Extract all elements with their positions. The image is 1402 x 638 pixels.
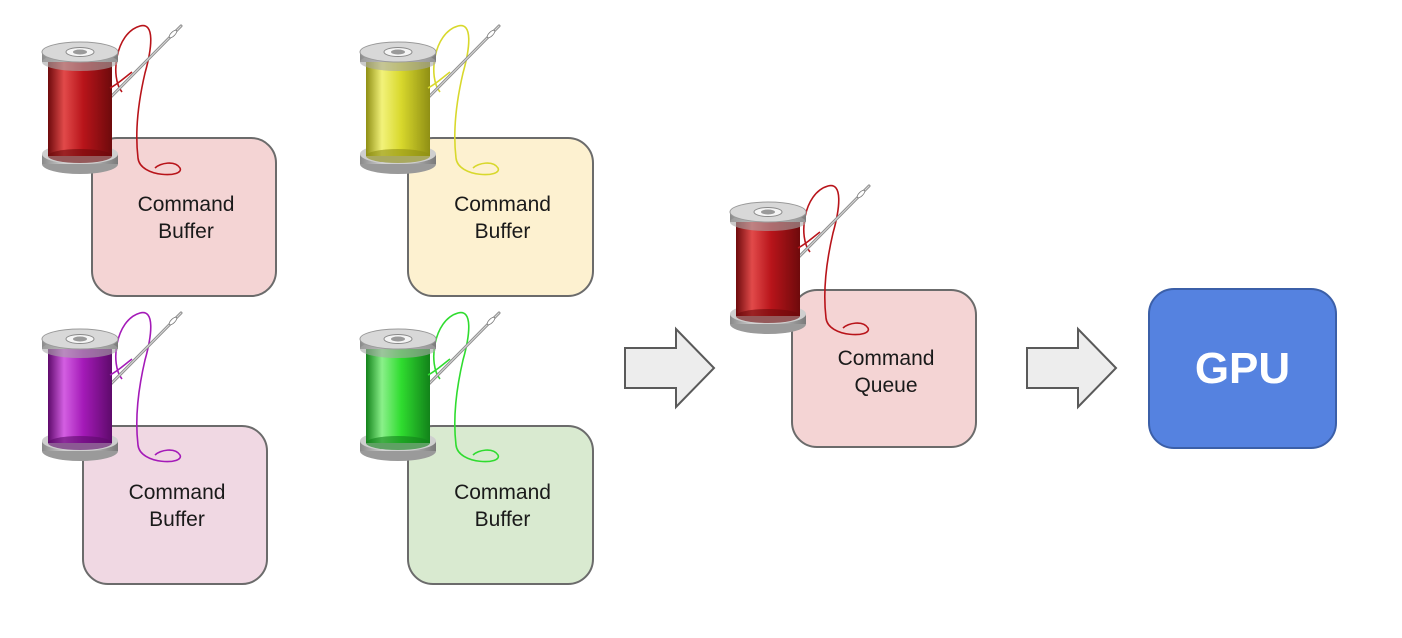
command-buffer-label: Command Buffer [409,479,596,533]
command-buffer-label: Command Buffer [93,191,279,245]
command-buffer-label-line1: Command [137,193,235,216]
command-queue-box: Command Queue [791,289,977,448]
gpu-label: GPU [1194,343,1291,393]
command-buffer-label-line2: Buffer [149,508,205,531]
command-buffer-box-red: Command Buffer [91,137,277,297]
command-buffer-label: Command Buffer [84,479,270,533]
command-buffer-box-yellow: Command Buffer [407,137,594,297]
command-buffer-label-line2: Buffer [158,220,214,243]
arrow-right-icon [1026,326,1118,410]
gpu-box: GPU [1148,288,1337,449]
command-buffer-label-line2: Buffer [474,220,531,243]
command-queue-label: Command Queue [793,345,979,399]
command-buffer-label: Command Buffer [409,191,596,245]
thread-spool-red-icon [41,24,183,176]
thread-spool-queue-icon [729,184,871,336]
command-buffer-box-green: Command Buffer [407,425,594,585]
command-buffer-label-line1: Command [454,481,551,504]
thread-spool-purple-icon [41,311,183,463]
command-buffer-label-line1: Command [128,481,226,504]
command-queue-label-line2: Queue [854,374,918,397]
thread-spool-green-icon [359,311,501,463]
thread-spool-yellow-icon [359,24,501,176]
command-buffer-label-line2: Buffer [474,508,531,531]
command-queue-label-line1: Command [837,347,935,370]
arrow-right-icon [624,326,716,410]
command-buffer-label-line1: Command [454,193,551,216]
